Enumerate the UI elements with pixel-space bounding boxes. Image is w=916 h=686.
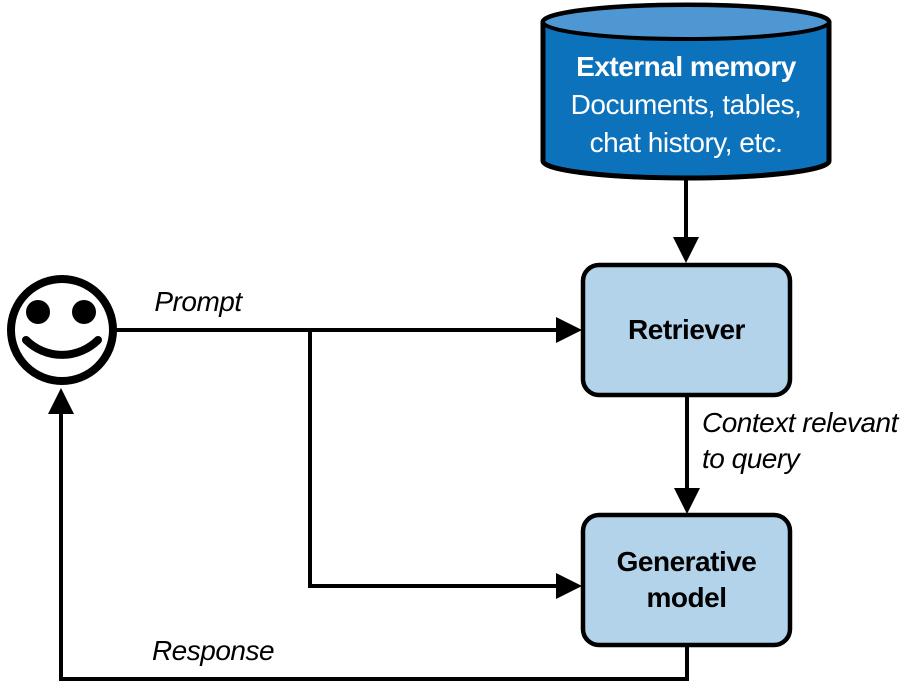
retriever-box: [580, 262, 793, 398]
external-memory-subtitle: Documents, tables, chat history, etc.: [570, 89, 802, 158]
external-memory-cylinder-top: [541, 3, 831, 41]
retriever-to-generative-arrowhead: [674, 488, 700, 514]
memory-to-retriever-arrowhead: [673, 237, 699, 263]
prompt-branch-arrowhead: [556, 573, 582, 599]
generative-model-label: Generative model: [616, 546, 757, 613]
context-edge-label: Context relevant to query: [702, 407, 898, 474]
user-face-icon: [7, 275, 117, 385]
user-face-right-eye: [72, 300, 96, 324]
prompt-branch-line: [308, 330, 558, 588]
prompt-arrowhead: [556, 317, 582, 343]
prompt-edge-label: Prompt: [154, 286, 242, 317]
external-memory-title: External memory: [576, 51, 796, 82]
external-memory-label-block: External memory Documents, tables, chat …: [546, 48, 826, 162]
user-face-smile: [22, 336, 102, 359]
response-line: [59, 410, 689, 681]
user-face-left-eye: [26, 300, 50, 324]
retriever-label: Retriever: [628, 314, 745, 345]
response-edge-label: Response: [151, 635, 275, 666]
response-arrowhead: [48, 388, 74, 414]
